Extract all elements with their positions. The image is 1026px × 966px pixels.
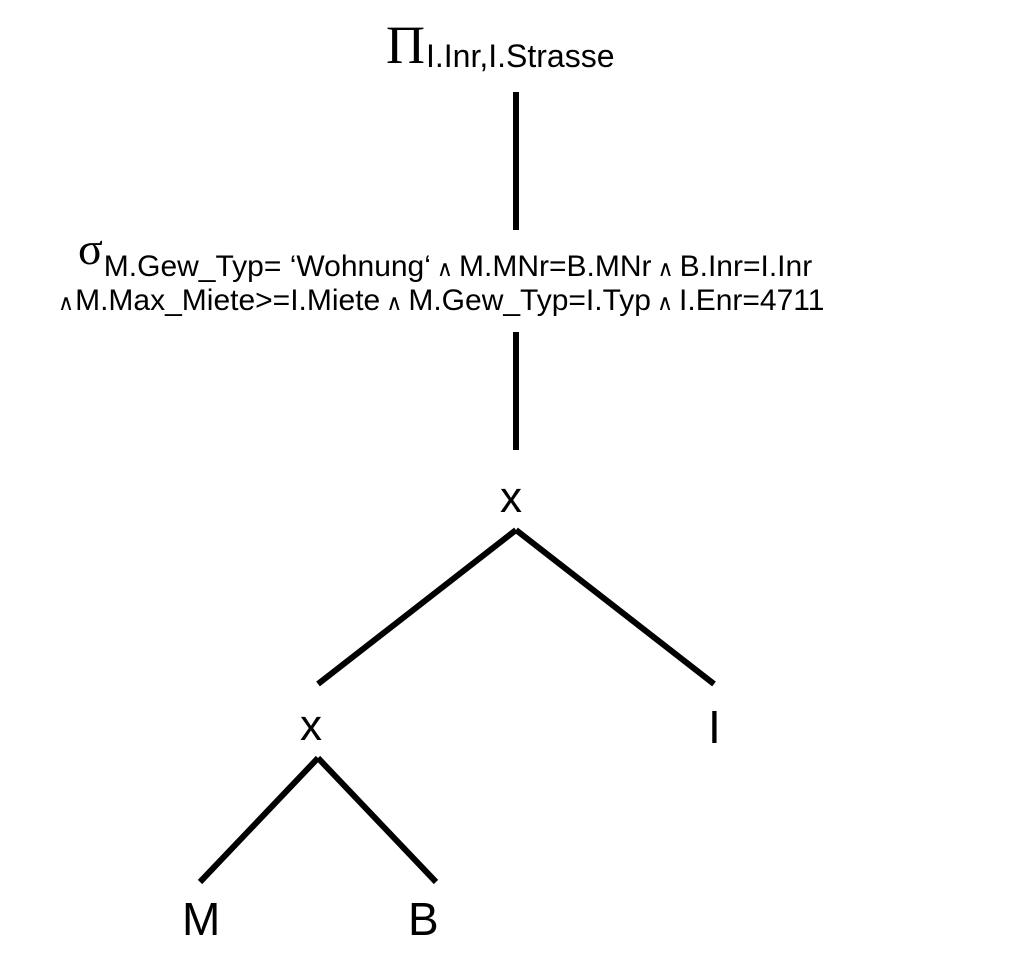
edge-cross-left-leaf-b	[315, 755, 439, 885]
relation-b: B	[408, 893, 439, 945]
relation-i: I	[708, 701, 721, 753]
selection-condition-1: M.Gew_Typ= ‘Wohnung‘	[103, 250, 431, 283]
edge-cross-top-leaf-i	[514, 527, 716, 687]
and-symbol: ∧	[386, 290, 403, 315]
cross-product-top: x	[500, 473, 522, 522]
and-symbol: ∧	[656, 290, 674, 315]
relation-m: M	[182, 893, 221, 945]
projection-node: ΠI.Inr,I.Strasse	[386, 18, 615, 72]
projection-attributes: I.Inr,I.Strasse	[426, 38, 615, 74]
selection-condition-4: M.Max_Miete>=I.Miete	[75, 284, 381, 317]
selection-condition-5: M.Gew_Typ=I.Typ	[408, 284, 651, 317]
and-symbol: ∧	[657, 256, 674, 281]
selection-condition-2: M.MNr=B.MNr	[459, 250, 652, 283]
edge-cross-top-cross-left	[316, 527, 518, 687]
and-symbol: ∧	[58, 290, 75, 315]
selection-operator: σ	[78, 223, 103, 274]
and-symbol: ∧	[436, 256, 454, 281]
edge-cross-left-leaf-m	[197, 755, 321, 885]
projection-operator: Π	[386, 15, 425, 75]
selection-condition-6: I.Enr=4711	[679, 284, 825, 317]
cross-product-left: x	[300, 701, 322, 750]
selection-node-line2: ∧M.Max_Miete>=I.Miete∧M.Gew_Typ=I.Typ∧I.…	[58, 286, 824, 316]
selection-condition-3: B.Inr=I.Inr	[679, 250, 813, 283]
selection-node-line1: σM.Gew_Typ= ‘Wohnung‘∧M.MNr=B.MNr∧B.Inr=…	[78, 223, 812, 282]
